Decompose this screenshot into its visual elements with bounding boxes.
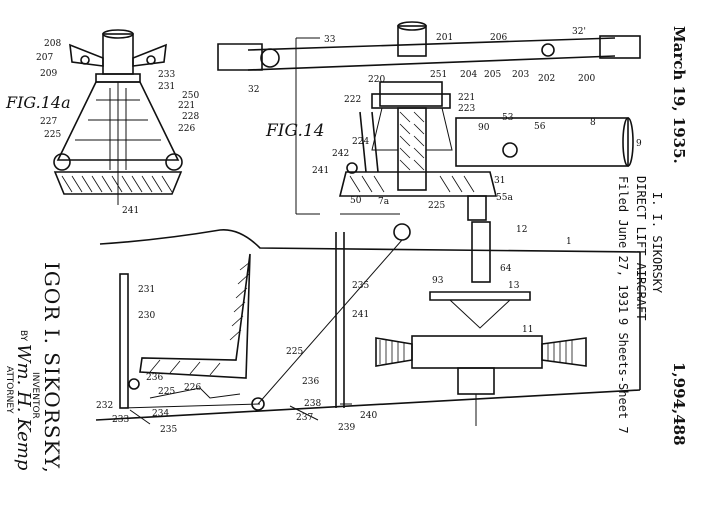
ref-200: 200 <box>578 74 595 84</box>
ref-224: 224 <box>352 137 369 147</box>
fig14a-label: FIG.14a <box>5 93 71 112</box>
fuselage-and-controls-drawing <box>96 222 640 426</box>
attorney-label: ATTORNEY <box>4 366 14 414</box>
ref-241b: 241 <box>312 166 329 176</box>
ref-226b: 226 <box>184 383 201 393</box>
by-label: BY <box>18 330 28 341</box>
filed-date: Filed June 27, 1931 <box>616 176 630 313</box>
ref-8: 8 <box>590 118 596 128</box>
ref-93: 93 <box>432 276 444 286</box>
ref-33: 33 <box>324 35 336 45</box>
ref-238: 238 <box>304 399 321 409</box>
ref-9: 9 <box>636 139 642 149</box>
ref-209: 209 <box>40 69 57 79</box>
ref-237: 237 <box>296 413 313 423</box>
ref-236b: 236 <box>302 377 319 387</box>
ref-228: 228 <box>182 112 199 122</box>
ref-207: 207 <box>36 53 53 63</box>
ref-204: 204 <box>460 70 477 80</box>
ref-231: 231 <box>158 82 175 92</box>
ref-232: 232 <box>96 401 113 411</box>
ref-240: 240 <box>360 411 377 421</box>
ref-223: 223 <box>458 104 475 114</box>
ref-11: 11 <box>522 325 533 335</box>
ref-235b: 235 <box>160 425 177 435</box>
ref-241: 241 <box>122 206 139 216</box>
ref-201: 201 <box>436 33 453 43</box>
ref-242: 242 <box>332 149 349 159</box>
ref-208: 208 <box>44 39 61 49</box>
ref-251: 251 <box>430 70 447 80</box>
ref-206: 206 <box>490 33 507 43</box>
ref-231b: 231 <box>138 285 155 295</box>
patent-title: DIRECT LIFT AIRCRAFT <box>634 176 648 321</box>
inventor-name: IGOR I. SIKORSKY, <box>40 262 64 474</box>
ref-222: 222 <box>344 95 361 105</box>
ref-56: 56 <box>534 122 546 132</box>
ref-225d: 225 <box>158 387 175 397</box>
ref-7a: 7a <box>378 197 390 207</box>
ref-236: 236 <box>146 373 163 383</box>
lower-reference-numerals: 12 1 64 93 13 11 231 230 235 241 225 236… <box>96 225 572 435</box>
ref-13: 13 <box>508 281 520 291</box>
fig14-label: FIG.14 <box>265 121 325 141</box>
sheet-count: 9 Sheets-Sheet 7 <box>616 318 630 434</box>
ref-226: 226 <box>178 124 195 134</box>
ref-233: 233 <box>158 70 175 80</box>
inventor-short-name: I. I. SIKORSKY <box>650 192 664 293</box>
ref-203: 203 <box>512 70 529 80</box>
ref-90: 90 <box>478 123 490 133</box>
ref-1: 1 <box>566 237 572 247</box>
ref-235: 235 <box>352 281 369 291</box>
patent-number: 1,994,488 <box>670 362 688 446</box>
ref-234: 234 <box>152 409 169 419</box>
ref-32-prime: 32' <box>572 27 586 37</box>
ref-221b: 221 <box>458 93 475 103</box>
ref-239: 239 <box>338 423 355 433</box>
ref-225b: 225 <box>428 201 445 211</box>
ref-230: 230 <box>138 311 155 321</box>
ref-241c: 241 <box>352 310 369 320</box>
ref-50: 50 <box>350 196 362 206</box>
ref-12: 12 <box>516 225 527 235</box>
ref-31: 31 <box>494 176 505 186</box>
ref-227: 227 <box>40 117 57 127</box>
ref-202: 202 <box>538 74 555 84</box>
ref-225c: 225 <box>286 347 303 357</box>
ref-220: 220 <box>368 75 385 85</box>
patent-date: March 19, 1935. <box>670 26 688 164</box>
ref-205: 205 <box>484 70 501 80</box>
figure-14a-drawing <box>54 30 182 205</box>
ref-64: 64 <box>500 264 512 274</box>
ref-233b: 233 <box>112 415 129 425</box>
attorney-signature: Wm. H. Kemp <box>13 344 34 470</box>
ref-225: 225 <box>44 130 61 140</box>
ref-250: 250 <box>182 91 199 101</box>
ref-55a: 55a <box>496 193 513 203</box>
ref-221: 221 <box>178 101 195 111</box>
ref-32: 32 <box>248 85 259 95</box>
ref-53: 53 <box>502 113 514 123</box>
